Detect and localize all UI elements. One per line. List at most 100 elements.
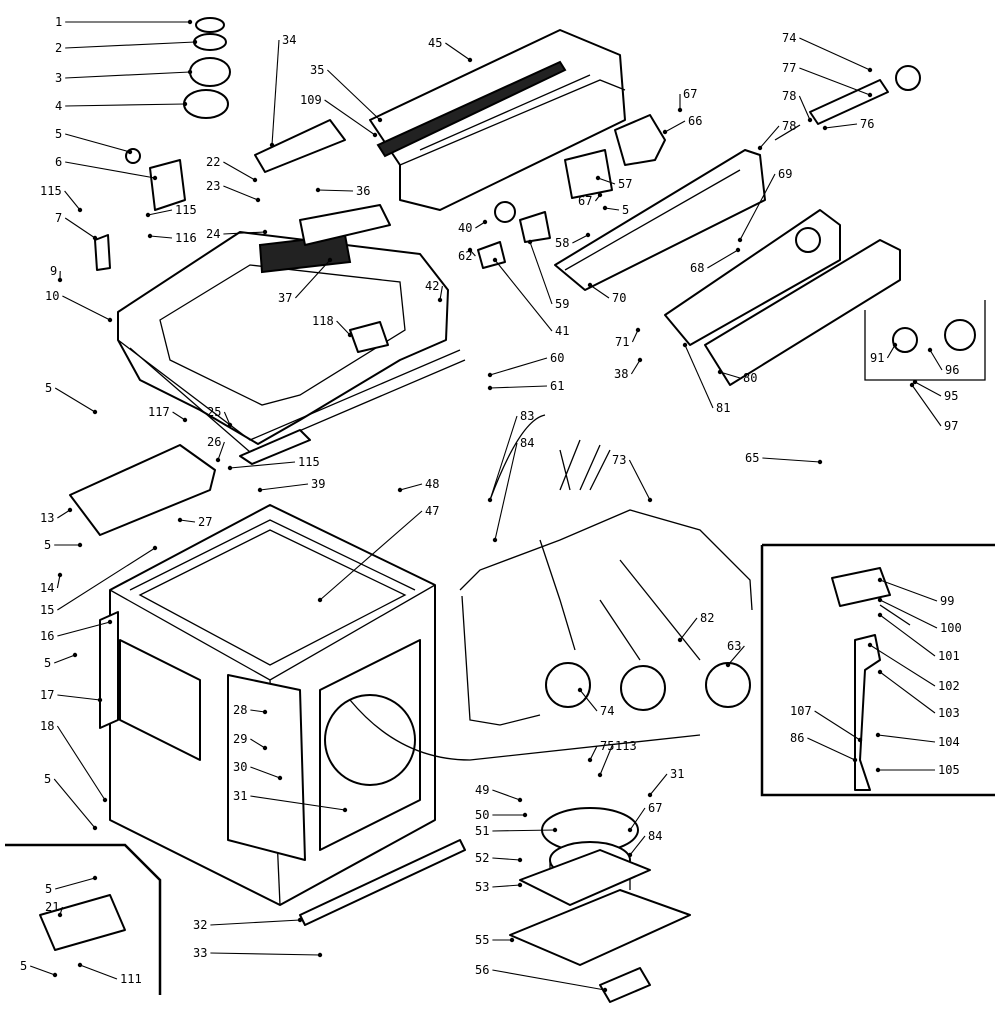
part-label-78: 78: [782, 89, 796, 103]
leader-76: [824, 123, 858, 129]
leader-end-74: [867, 67, 873, 73]
leader-30: [250, 766, 281, 779]
leader-end-56: [602, 987, 608, 993]
agitator-parts-1-4: [183, 17, 231, 119]
leader-end-34: [269, 142, 275, 148]
leader-end-78: [807, 117, 813, 123]
leader-23: [223, 185, 259, 201]
part-label-115: 115: [40, 184, 62, 198]
part-label-23: 23: [206, 179, 220, 193]
leader-16: [57, 621, 111, 637]
part-label-91: 91: [870, 351, 884, 365]
leader-73: [628, 459, 651, 501]
leader-end-84: [492, 537, 498, 543]
leader-48: [399, 483, 423, 491]
part-label-117: 117: [148, 405, 170, 419]
leader-end-5: [92, 875, 98, 881]
leader-end-40: [482, 219, 488, 225]
leader-end-51: [552, 827, 558, 833]
leader-end-14: [57, 572, 63, 578]
leader-end-69: [737, 237, 743, 243]
leader-end-102: [867, 642, 873, 648]
part-label-66: 66: [688, 114, 702, 128]
leader-end-26: [215, 457, 221, 463]
leader-68: [707, 249, 739, 269]
leader-end-77: [867, 92, 873, 98]
leader-2: [65, 41, 196, 49]
assembly-box-97: [864, 300, 986, 381]
part-label-116: 116: [175, 231, 197, 245]
part-label-80: 80: [743, 371, 757, 385]
inset-box-99-107: [760, 543, 995, 797]
part-label-61: 61: [550, 379, 564, 393]
part-label-48: 48: [425, 477, 439, 491]
part-label-10: 10: [45, 289, 59, 303]
leader-end-116: [147, 233, 153, 239]
part-label-5: 5: [45, 882, 52, 896]
leader-end-86: [852, 757, 858, 763]
leader-77: [799, 67, 871, 96]
leader-end-83: [487, 497, 493, 503]
part-label-31: 31: [670, 767, 684, 781]
leader-end-66: [662, 129, 668, 135]
leader-end-37: [327, 257, 333, 263]
part-label-40: 40: [458, 221, 472, 235]
leader-end-48: [397, 487, 403, 493]
part-label-16: 16: [40, 629, 54, 643]
leader-end-82: [677, 637, 683, 643]
leader-end-75: [587, 757, 593, 763]
part-label-39: 39: [311, 477, 325, 491]
leader-26: [217, 441, 225, 461]
base-strip-32: [299, 839, 466, 926]
leader-101: [879, 614, 936, 657]
leader-end-2: [192, 39, 198, 45]
leader-end-70: [587, 282, 593, 288]
leader-end-73: [647, 497, 653, 503]
leader-end-27: [177, 517, 183, 523]
bracket-13: [69, 444, 216, 536]
leader-49: [492, 789, 521, 801]
part-label-53: 53: [475, 880, 489, 894]
leader-end-104: [875, 732, 881, 738]
leader-end-5: [77, 542, 83, 548]
part-label-41: 41: [555, 324, 569, 338]
leader-end-62: [467, 247, 473, 253]
part-label-5: 5: [622, 203, 629, 217]
part-label-109: 109: [300, 93, 322, 107]
leader-78: [798, 95, 811, 121]
part-label-67: 67: [648, 801, 662, 815]
leader-113: [599, 745, 613, 776]
part-label-5: 5: [44, 772, 51, 786]
leader-end-31: [647, 792, 653, 798]
leader-end-76: [822, 125, 828, 131]
leader-end-3: [187, 69, 193, 75]
part-label-81: 81: [716, 401, 730, 415]
wiring-harness-73: [349, 439, 753, 761]
part-label-49: 49: [475, 783, 489, 797]
leader-24: [223, 231, 266, 235]
leader-4: [65, 103, 186, 107]
leader-end-101: [877, 612, 883, 618]
part-label-14: 14: [40, 581, 54, 595]
part-label-74: 74: [782, 31, 796, 45]
part-label-7: 7: [55, 211, 62, 225]
leader-end-118: [347, 332, 353, 338]
part-label-13: 13: [40, 511, 54, 525]
leader-end-28: [262, 709, 268, 715]
part-label-35: 35: [310, 63, 324, 77]
leader-end-22: [252, 177, 258, 183]
part-label-103: 103: [938, 706, 960, 720]
part-label-55: 55: [475, 933, 489, 947]
leader-71: [631, 329, 639, 343]
part-label-34: 34: [282, 33, 296, 47]
part-label-113: 113: [615, 739, 637, 753]
part-label-5: 5: [44, 656, 51, 670]
leader-end-105: [875, 767, 881, 773]
part-label-71: 71: [615, 335, 629, 349]
leader-end-49: [517, 797, 523, 803]
leader-end-95: [912, 379, 918, 385]
leader-end-10: [107, 317, 113, 323]
leader-117: [172, 411, 186, 421]
leader-end-81: [682, 342, 688, 348]
